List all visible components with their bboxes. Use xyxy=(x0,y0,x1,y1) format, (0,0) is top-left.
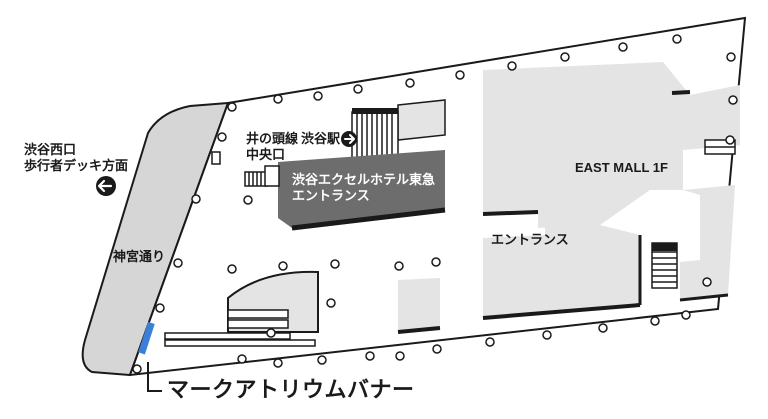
arrow-right-circle-icon[interactable] xyxy=(341,131,357,147)
atrium-stairs xyxy=(164,309,316,347)
banner-leader-line xyxy=(147,362,162,392)
center-building xyxy=(397,99,446,141)
east-edge-right xyxy=(679,293,729,302)
east-building-upper xyxy=(483,62,740,228)
banner-label: マークアトリウムバナー xyxy=(167,377,415,402)
inokashira-stairs xyxy=(351,111,399,163)
shibuya-station-label: 渋谷駅 xyxy=(301,131,341,146)
east-escalator-top xyxy=(652,243,677,251)
center-building-lower-edge xyxy=(397,326,441,334)
arrow-left-circle-icon[interactable] xyxy=(96,176,116,196)
inokashira-label: 井の頭線 中央口 xyxy=(246,131,298,164)
column-markers xyxy=(132,34,738,374)
inokashira-stairs-top xyxy=(352,108,398,114)
hotel-block xyxy=(278,150,445,228)
atrium-banner-marker[interactable] xyxy=(138,321,155,355)
east-building-lower xyxy=(483,220,640,318)
east-mall-lower-edge xyxy=(482,303,641,320)
entrance-label: エントランス xyxy=(491,232,569,247)
west-exit-label: 渋谷西口 歩行者デッキ方面 xyxy=(24,142,128,175)
inokashira-line1: 井の頭線 xyxy=(246,131,299,146)
jingu-dori-label: 神宮通り xyxy=(113,249,166,264)
small-kiosk xyxy=(211,151,221,165)
entrance-edge xyxy=(482,210,539,216)
hotel-line1: 渋谷エクセルホテル東急 xyxy=(292,172,436,187)
east-mall-label: EAST MALL 1F xyxy=(575,160,668,175)
inokashira-line2: 中央口 xyxy=(246,147,286,163)
east-building-right xyxy=(680,185,735,300)
jingu-dori-road xyxy=(81,101,230,377)
west-exit-line1: 渋谷西口 xyxy=(24,142,77,157)
east-building-top-right xyxy=(690,90,740,148)
hotel-entrance-label: 渋谷エクセルホテル東急 エントランス xyxy=(292,172,435,205)
center-building-lower xyxy=(398,278,440,332)
hotel-block-edge xyxy=(291,207,446,231)
east-mall-top-line xyxy=(671,90,691,95)
west-small-stairs xyxy=(244,165,280,187)
east-escalator-steps xyxy=(652,251,677,283)
hotel-line2: エントランス xyxy=(292,188,370,204)
west-exit-line2: 歩行者デッキ方面 xyxy=(24,158,129,174)
